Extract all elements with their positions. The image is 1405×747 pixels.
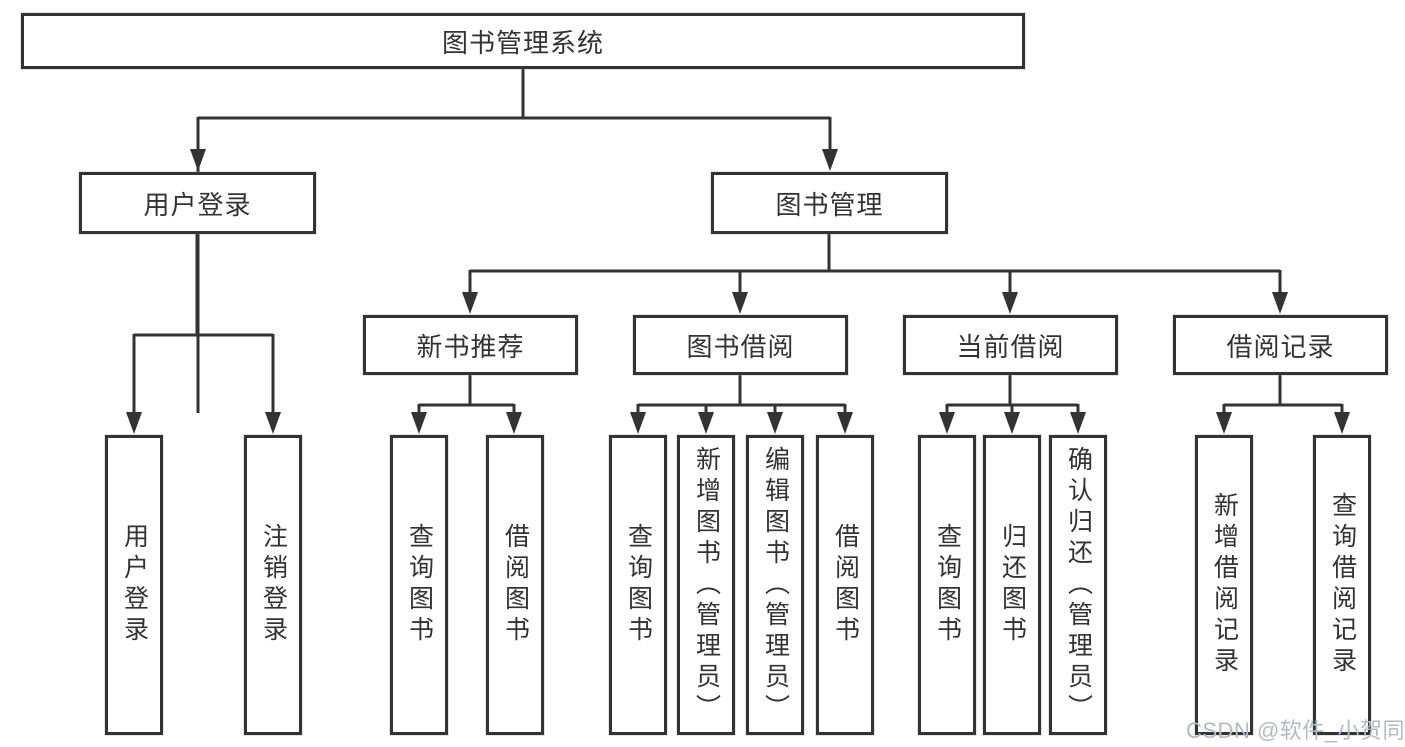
leaf-add-books-admin: 新增图书（管理员） (677, 435, 735, 735)
node-root: 图书管理系统 (21, 13, 1025, 69)
arrowheads (126, 149, 1350, 434)
leaf-query-books-2: 查询图书 (609, 435, 667, 735)
leaf-edit-books-admin-label: 编辑图书（管理员） (761, 445, 790, 725)
leaf-borrow-books-2-label: 借阅图书 (831, 523, 860, 647)
leaf-add-books-admin-label: 新增图书（管理员） (692, 445, 721, 725)
node-current-borrowing: 当前借阅 (903, 315, 1118, 375)
leaf-query-borrow-record-label: 查询借阅记录 (1328, 492, 1357, 678)
node-new-book-recommend-label: 新书推荐 (416, 331, 525, 362)
leaf-query-books-2-label: 查询图书 (624, 523, 653, 647)
leaf-add-borrow-record: 新增借阅记录 (1195, 435, 1253, 735)
leaf-confirm-return-admin-label: 确认归还（管理员） (1064, 445, 1093, 725)
leaf-query-books-1: 查询图书 (390, 435, 448, 735)
node-book-management: 图书管理 (711, 172, 948, 234)
leaf-user-login-label: 用户登录 (120, 523, 149, 647)
leaf-edit-books-admin: 编辑图书（管理员） (746, 435, 804, 735)
node-new-book-recommend: 新书推荐 (363, 315, 578, 375)
leaf-query-books-1-label: 查询图书 (405, 523, 434, 647)
leaf-add-borrow-record-label: 新增借阅记录 (1210, 492, 1239, 678)
leaf-return-books-label: 归还图书 (998, 523, 1027, 647)
leaf-query-books-3-label: 查询图书 (933, 523, 962, 647)
leaf-query-books-3: 查询图书 (918, 435, 976, 735)
node-user-login: 用户登录 (79, 172, 316, 234)
csdn-watermark: CSDN @软件_小贺同学 (1186, 718, 1405, 743)
leaf-return-books: 归还图书 (983, 435, 1041, 735)
node-book-management-label: 图书管理 (775, 189, 884, 220)
leaf-borrow-books-2: 借阅图书 (816, 435, 874, 735)
leaf-confirm-return-admin: 确认归还（管理员） (1049, 435, 1107, 735)
node-current-borrowing-label: 当前借阅 (956, 331, 1065, 362)
node-borrowing-records: 借阅记录 (1173, 315, 1388, 375)
leaf-user-login: 用户登录 (105, 435, 163, 735)
leaf-borrow-books-1: 借阅图书 (486, 435, 544, 735)
leaf-logout-label: 注销登录 (259, 523, 288, 647)
node-user-login-label: 用户登录 (143, 189, 252, 220)
node-book-borrowing-label: 图书借阅 (686, 331, 795, 362)
leaf-borrow-books-1-label: 借阅图书 (501, 523, 530, 647)
leaf-logout: 注销登录 (244, 435, 302, 735)
node-book-borrowing: 图书借阅 (633, 315, 848, 375)
node-root-label: 图书管理系统 (441, 27, 604, 58)
leaf-query-borrow-record: 查询借阅记录 (1313, 435, 1371, 735)
node-borrowing-records-label: 借阅记录 (1226, 331, 1335, 362)
